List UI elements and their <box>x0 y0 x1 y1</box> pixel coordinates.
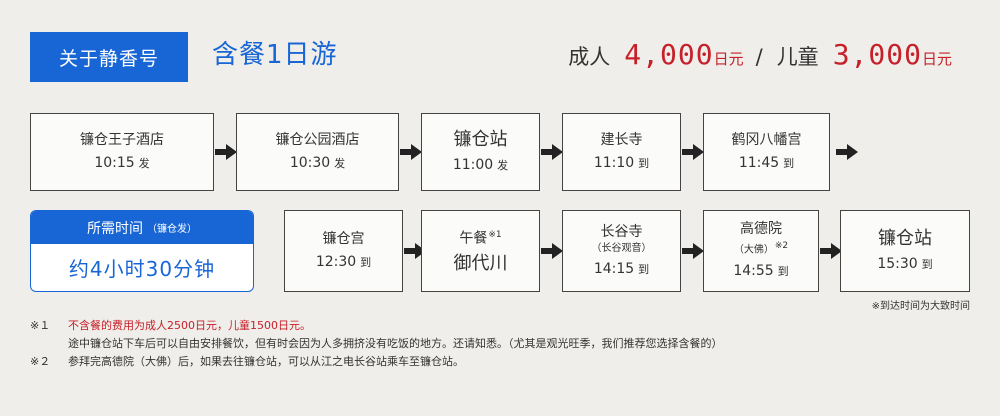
arrow-right-icon <box>682 243 704 259</box>
stop-name: 镰仓站 <box>878 227 932 249</box>
stop-name: 建长寺 <box>600 131 643 148</box>
footnote-1: ※１ 不含餐的费用为成人2500日元，儿童1500日元。 <box>30 319 311 333</box>
price-info: 成人 4,000 日元 / 儿童 3,000 日元 <box>568 38 952 71</box>
arrow-right-icon <box>215 144 237 160</box>
child-price: 3,000 <box>832 38 922 71</box>
footnote-text: 途中镰仓站下车后可以自由安排餐饮，但有时会因为人多拥挤没有吃饭的地方。还请知悉。… <box>68 337 723 350</box>
arrow-right-icon <box>400 144 422 160</box>
adult-label: 成人 <box>568 45 611 69</box>
duration-header: 所需时间 （镰仓发） <box>31 211 253 244</box>
footnote-mark: ※２ <box>30 355 51 368</box>
footnote-text: 不含餐的费用为成人2500日元，儿童1500日元。 <box>68 319 311 332</box>
footnote-mark: ※１ <box>30 319 51 332</box>
arrow-right-icon <box>682 144 704 160</box>
footnote-1-continued: 途中镰仓站下车后可以自由安排餐饮，但有时会因为人多拥挤没有吃饭的地方。还请知悉。… <box>30 337 723 351</box>
price-separator: / <box>755 45 763 69</box>
arrow-right-icon <box>820 243 842 259</box>
stop-name: 镰仓王子酒店 <box>80 131 164 148</box>
stop-name: 鹤冈八幡宫 <box>731 131 802 148</box>
about-shizuka-button[interactable]: 关于静香号 <box>30 32 188 82</box>
arrival-time-note: ※到达时间为大致时间 <box>871 301 970 312</box>
footnote-ref: ※2 <box>774 241 789 252</box>
lunch-venue: 御代川 <box>453 252 508 274</box>
stop-subtitle: （长谷观音） <box>591 242 652 254</box>
stop-name: 高德院 <box>740 221 782 238</box>
footnote-2: ※２ 参拜完高德院（大佛）后，如果去往镰仓站，可以从江之电长谷站乘车至镰仓站。 <box>30 355 464 369</box>
arrow-right-icon <box>541 243 563 259</box>
duration-label-origin: （镰仓发） <box>147 224 197 235</box>
stop-name: 长谷寺 <box>600 223 643 240</box>
adult-price-unit: 日元 <box>713 50 744 68</box>
duration-label: 所需时间 <box>87 220 143 237</box>
child-price-unit: 日元 <box>921 50 952 68</box>
stop-lunch: 午餐※1 御代川 <box>421 210 540 292</box>
child-label: 儿童 <box>776 45 819 69</box>
arrow-right-icon <box>541 144 563 160</box>
adult-price: 4,000 <box>624 38 714 71</box>
stop-name: 镰仓站 <box>453 128 508 150</box>
arrow-right-icon <box>836 144 858 160</box>
plan-title: 含餐1日游 <box>212 40 338 70</box>
stop-subtitle: （大佛）※2 <box>733 241 789 256</box>
stop-name: 午餐※1 <box>459 230 502 247</box>
stop-name: 镰仓宫 <box>322 230 365 247</box>
footnote-text: 参拜完高德院（大佛）后，如果去往镰仓站，可以从江之电长谷站乘车至镰仓站。 <box>68 355 464 368</box>
duration-value: 约4小时30分钟 <box>68 257 216 281</box>
arrow-right-icon <box>404 243 426 259</box>
duration-panel: 所需时间 （镰仓发） 约4小时30分钟 <box>30 210 254 292</box>
footnote-ref: ※1 <box>488 230 502 241</box>
stop-name: 镰仓公园酒店 <box>275 131 360 148</box>
